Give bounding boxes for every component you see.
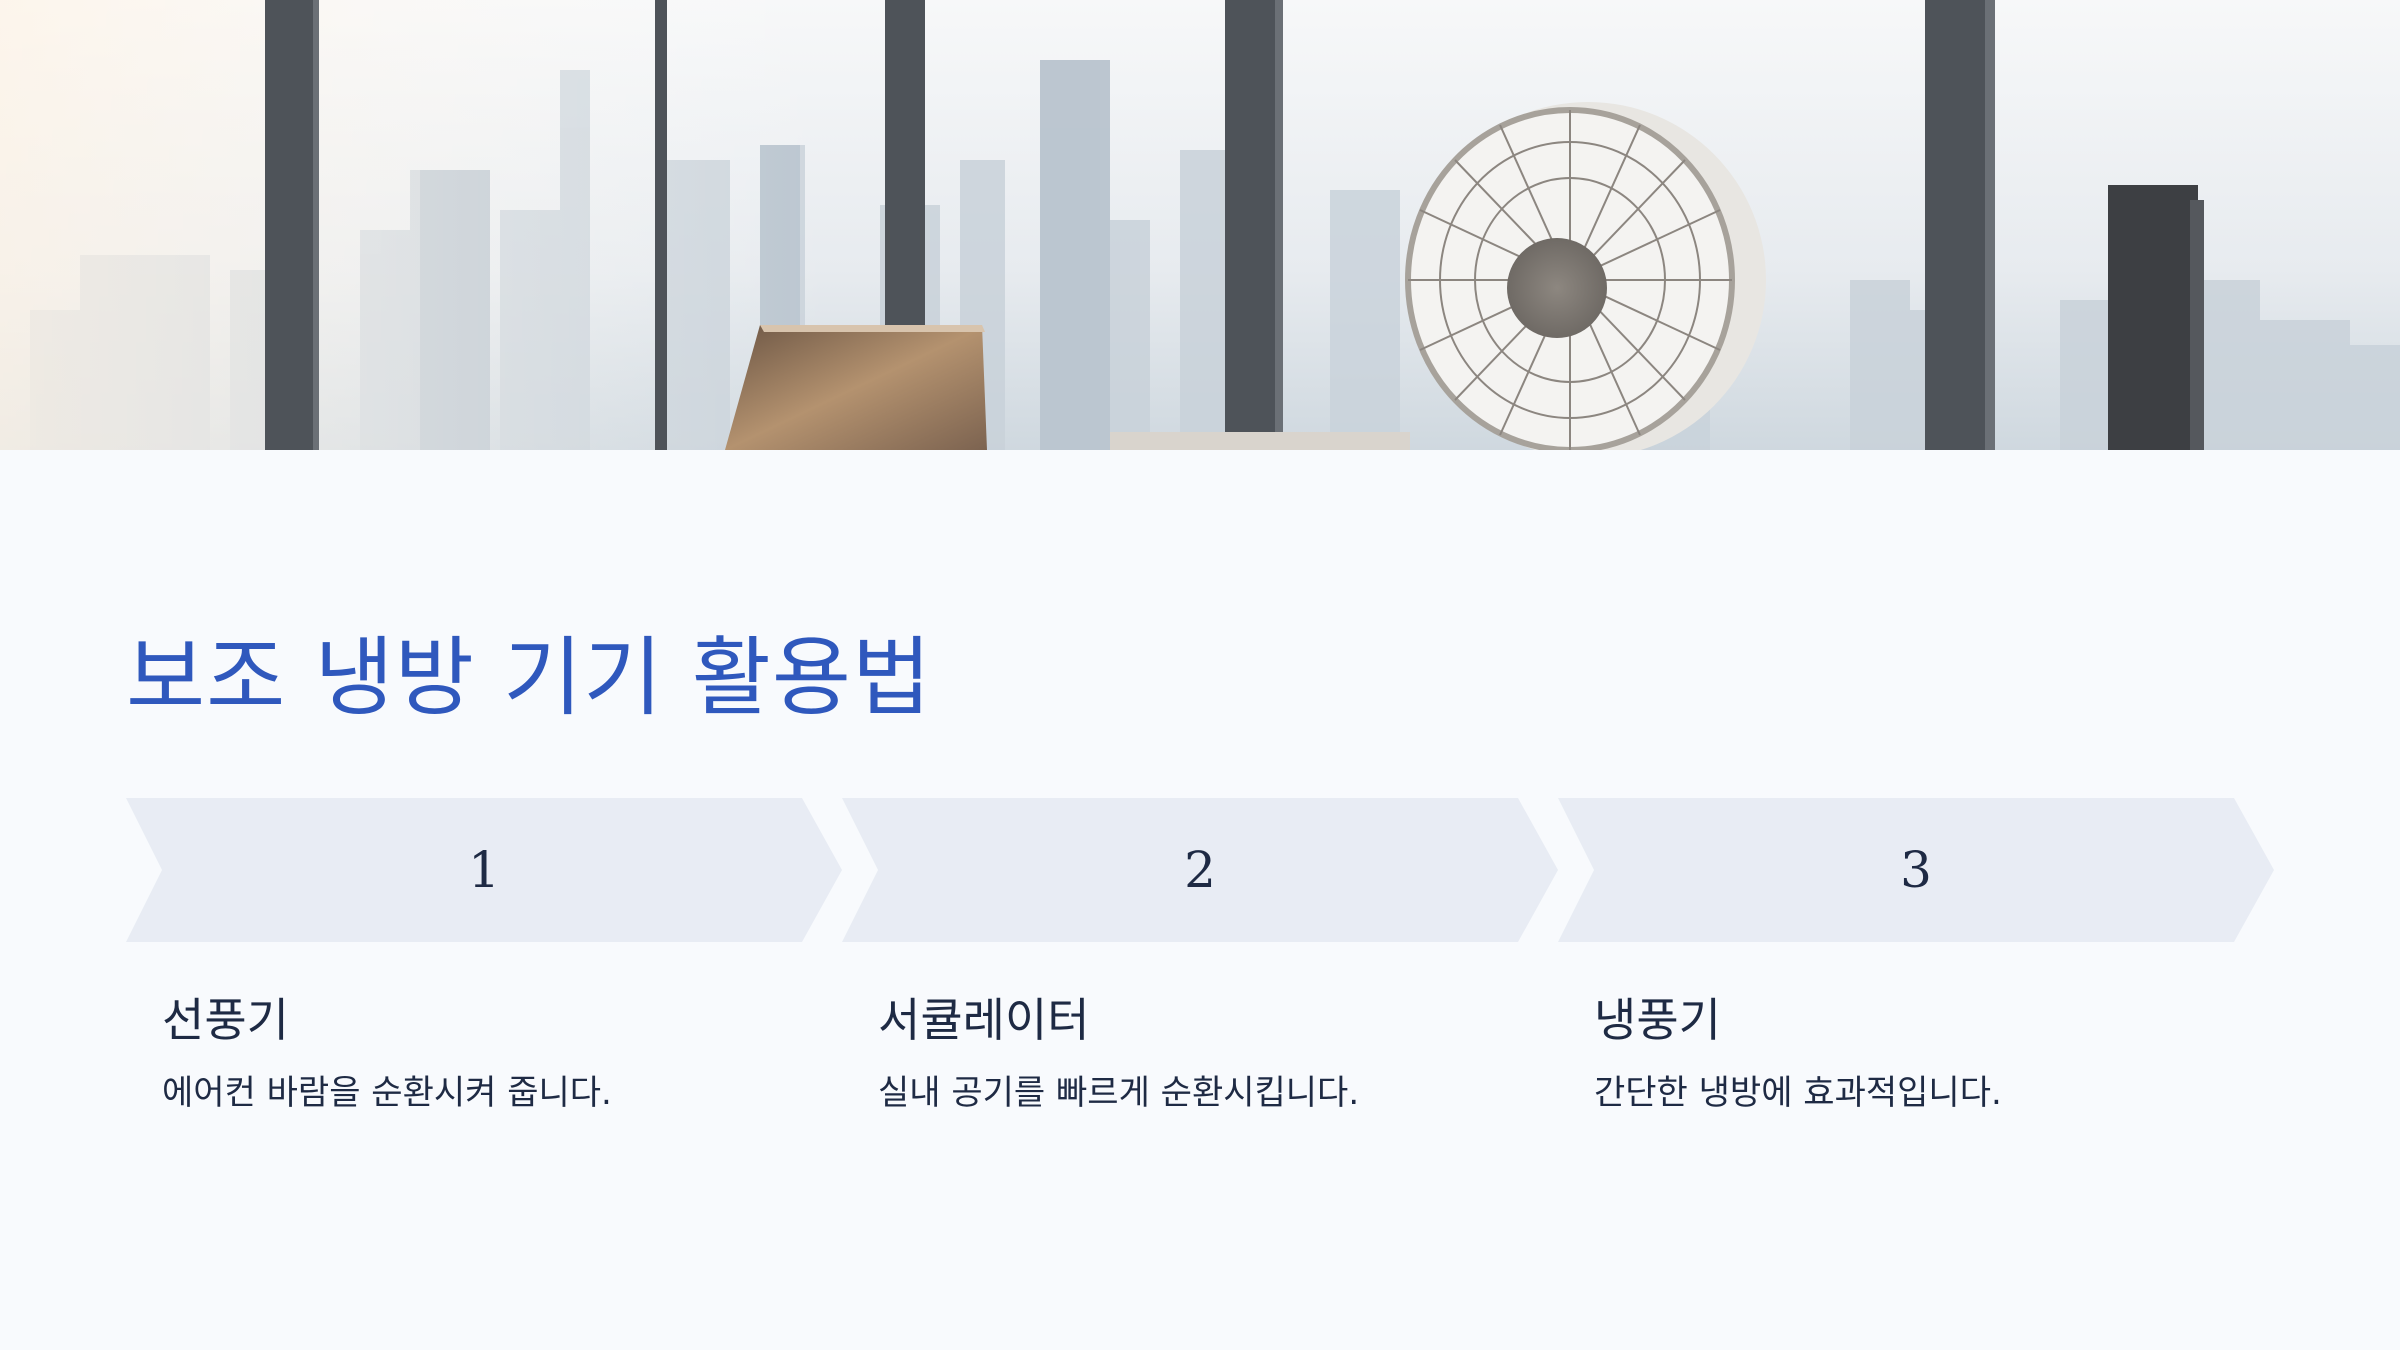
step-title: 냉풍기 [1594, 993, 1721, 1047]
slide-title: 보조 냉방 기기 활용법 [126, 628, 933, 728]
step-card-air-cooler: 냉풍기 간단한 냉방에 효과적입니다. [1594, 990, 2234, 1116]
step-description: 에어컨 바람을 순환시켜 줍니다. [162, 1073, 612, 1113]
hero-image [0, 0, 2400, 450]
fan-illustration [1405, 102, 1766, 450]
step-chevron-2: 2 [842, 798, 1558, 942]
step-card-circulator: 서큘레이터 실내 공기를 빠르게 순환시킵니다. [878, 990, 1518, 1116]
step-chevron-1: 1 [126, 798, 842, 942]
step-title: 선풍기 [162, 993, 289, 1047]
step-card-fan: 선풍기 에어컨 바람을 순환시켜 줍니다. [162, 990, 802, 1116]
step-description: 간단한 냉방에 효과적입니다. [1594, 1073, 2002, 1113]
office-window-illustration [0, 0, 2400, 450]
step-number: 1 [468, 841, 500, 899]
step-number: 2 [1184, 841, 1216, 899]
step-title: 서큘레이터 [878, 993, 1090, 1047]
step-description: 실내 공기를 빠르게 순환시킵니다. [878, 1073, 1360, 1113]
step-number: 3 [1900, 841, 1932, 899]
process-steps: 1 2 3 [126, 798, 2276, 942]
step-chevron-3: 3 [1558, 798, 2274, 942]
